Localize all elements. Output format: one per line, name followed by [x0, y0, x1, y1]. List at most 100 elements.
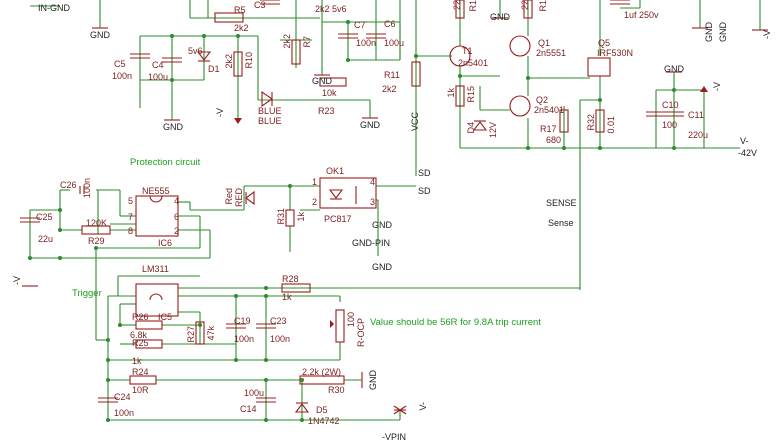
net-neg42: -42V: [738, 148, 758, 158]
net-gnd-2: GND: [312, 76, 332, 86]
label-c11: C11: [688, 110, 704, 120]
label-r10-value: 2k2: [224, 54, 234, 69]
net-v-pin: V-: [418, 402, 428, 411]
label-opto-pin4: 4: [370, 177, 376, 187]
top-ground-symbols: [92, 17, 768, 124]
label-c6: C6: [384, 19, 396, 29]
label-c10-value: 100: [662, 120, 678, 130]
label-c24: C24: [114, 392, 131, 402]
label-c14: C14: [240, 404, 257, 414]
label-c4: C4: [152, 60, 164, 70]
label-c3: C3: [254, 0, 266, 10]
label-r27: R27: [186, 326, 196, 343]
label-r24: R24: [132, 367, 149, 377]
label-t1: T1: [462, 46, 473, 56]
label-r1-b: R1: [538, 0, 548, 12]
label-c25-value: 22u: [38, 234, 54, 244]
lm311-wires: [96, 275, 580, 421]
label-red: Red: [224, 188, 234, 205]
label-pc817: PC817: [324, 214, 352, 224]
label-r11-value: 2k2: [382, 84, 397, 94]
label-c4-value: 100u: [148, 72, 169, 82]
label-r24-value: 10R: [132, 385, 149, 395]
label-r28-value: 1k: [282, 292, 292, 302]
note-trigger: Trigger: [72, 288, 102, 299]
label-ne555-pin2: 2: [174, 226, 180, 236]
label-c23: C23: [270, 316, 287, 326]
label-ok1: OK1: [326, 166, 345, 176]
label-d1: D1: [208, 64, 220, 74]
label-r27-value: 47k: [206, 326, 216, 341]
label-r17: R17: [540, 124, 557, 134]
label-r5-value: 2k2: [234, 23, 249, 33]
junction-dots: [28, 20, 676, 422]
label-opto-pin3: 3: [370, 197, 376, 207]
net-sd-1: SD: [418, 168, 431, 178]
label-r11: R11: [384, 70, 400, 80]
net-sd-2: SD: [418, 186, 431, 196]
label-d5: D5: [316, 405, 328, 415]
label-ne555-pin7: 7: [128, 212, 134, 222]
label-q5-type: IRF530N: [597, 48, 634, 58]
net-gnd-pin: GND-PIN: [352, 238, 390, 248]
label-r23-value: 10k: [322, 88, 337, 98]
label-t1-type: 2n5401: [458, 58, 489, 68]
label-ne555-pin6: 6: [174, 212, 180, 222]
net-gnd-7: GND: [704, 22, 714, 42]
label-ne555-pin5: 5: [128, 196, 134, 206]
label-cap-top: 1uf 250v: [624, 10, 659, 20]
net-vpin: -VPIN: [382, 432, 407, 442]
label-d1-value: 5v6: [188, 46, 203, 56]
label-lm311: LM311: [142, 264, 169, 274]
label-rocp-value: 100: [346, 312, 356, 328]
label-r15-value: 1k: [446, 88, 456, 98]
label-q5: Q5: [598, 38, 611, 48]
label-r31: R31: [276, 208, 286, 225]
net-neg-v-1: -V: [215, 108, 225, 117]
label-ic6: IC6: [158, 238, 173, 248]
label-ic5: IC5: [158, 312, 173, 322]
label-c26-value: 100n: [82, 178, 92, 199]
label-c24-value: 100n: [114, 408, 135, 418]
net-neg-v-4: -V: [12, 276, 22, 285]
label-d4: D4: [466, 122, 476, 134]
label-r29: R29: [88, 236, 105, 246]
label-c3-value: 2k2 5v6: [315, 4, 347, 14]
label-opto-pin2: 2: [312, 197, 318, 207]
net-in-gnd: IN-GND: [38, 3, 70, 13]
label-r26-value: 6.8k: [130, 330, 148, 340]
label-c7: C7: [354, 20, 366, 30]
label-ne555-pin4: 4: [174, 196, 180, 206]
net-gnd-6: GND: [664, 64, 684, 74]
label-r25-value: 1k: [132, 356, 142, 366]
label-r22-b: 22: [520, 0, 530, 11]
label-opto-pin1: 1: [312, 177, 318, 187]
note-trip-current: Value should be 56R for 9.8A trip curren…: [370, 317, 541, 328]
net-gnd-5: GND: [490, 12, 510, 22]
net-gnd-4: GND: [360, 120, 380, 130]
label-r26: R26: [132, 312, 149, 322]
net-gnd-3: GND: [163, 122, 183, 132]
label-c10: C10: [662, 100, 679, 110]
label-rocp: R-OCP: [356, 318, 366, 347]
label-r-top-value: 2k2: [282, 34, 292, 49]
net-gnd-8: GND: [718, 22, 728, 42]
ne555-parts: [20, 177, 377, 237]
top-parts: [130, 0, 684, 133]
label-q2-type: 2n5401: [534, 105, 565, 115]
label-blue: BLUE: [258, 106, 282, 116]
label-c19-value: 100n: [234, 334, 255, 344]
label-c7-value: 100n: [356, 38, 377, 48]
net-neg-v-2: -V: [762, 30, 772, 39]
net-gnd-9: GND: [372, 220, 392, 230]
net-gnd-10: GND: [372, 262, 392, 272]
label-d4-value: 12V: [488, 122, 498, 139]
label-q1: Q1: [538, 38, 551, 48]
label-r30-value: 2.2k (2W): [302, 367, 342, 377]
label-r32-value: 0.01: [606, 116, 616, 134]
label-c6-value: 100u: [384, 38, 405, 48]
label-r10: R10: [244, 52, 254, 69]
label-q1-type: 2n5551: [536, 48, 567, 58]
label-r23: R23: [318, 106, 335, 116]
